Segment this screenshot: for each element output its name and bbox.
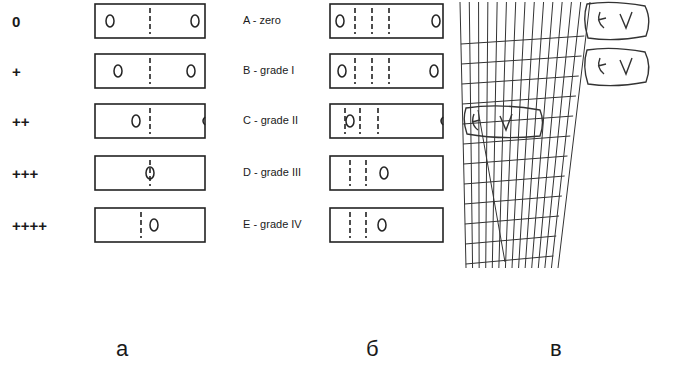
grid-line xyxy=(466,256,554,264)
grade-label: D - grade III xyxy=(243,166,301,178)
sketch-cards xyxy=(464,2,649,262)
panel-letter: а xyxy=(116,336,128,362)
chart-grid xyxy=(460,2,590,268)
grid-line xyxy=(462,76,579,84)
grid-line xyxy=(461,56,581,64)
grade-symbol: ++++ xyxy=(12,217,47,234)
grid-line xyxy=(465,236,556,244)
dashed-markers-b xyxy=(345,8,389,238)
grade-label: E - grade IV xyxy=(243,218,302,230)
grade-boxes-b xyxy=(330,4,443,242)
grade-symbol: + xyxy=(12,63,21,80)
grade-symbol: +++ xyxy=(12,165,38,182)
grid-line xyxy=(464,176,565,184)
grade-label: B - grade I xyxy=(243,64,294,76)
grid-line xyxy=(464,156,568,164)
ovals-a xyxy=(106,15,205,231)
grade-label: A - zero xyxy=(243,14,281,26)
grid-line xyxy=(464,196,561,204)
grid-line xyxy=(551,2,580,268)
grade-label: C - grade II xyxy=(243,114,298,126)
grid-line xyxy=(465,216,559,224)
grid-line xyxy=(461,36,584,44)
grade-symbol: 0 xyxy=(12,13,20,30)
grade-boxes-a xyxy=(95,4,205,242)
ovals-b xyxy=(336,15,443,231)
grid-line xyxy=(545,2,572,268)
grid-line xyxy=(519,2,535,268)
grid-line xyxy=(460,2,466,268)
grade-symbol: ++ xyxy=(12,113,30,130)
grid-line xyxy=(462,96,576,104)
dashed-markers-a xyxy=(141,8,150,238)
grid-line xyxy=(558,2,590,268)
panel-letter: б xyxy=(366,336,379,362)
grid-line xyxy=(478,2,480,268)
grid-line xyxy=(512,2,525,268)
panel-letter: в xyxy=(550,336,562,362)
